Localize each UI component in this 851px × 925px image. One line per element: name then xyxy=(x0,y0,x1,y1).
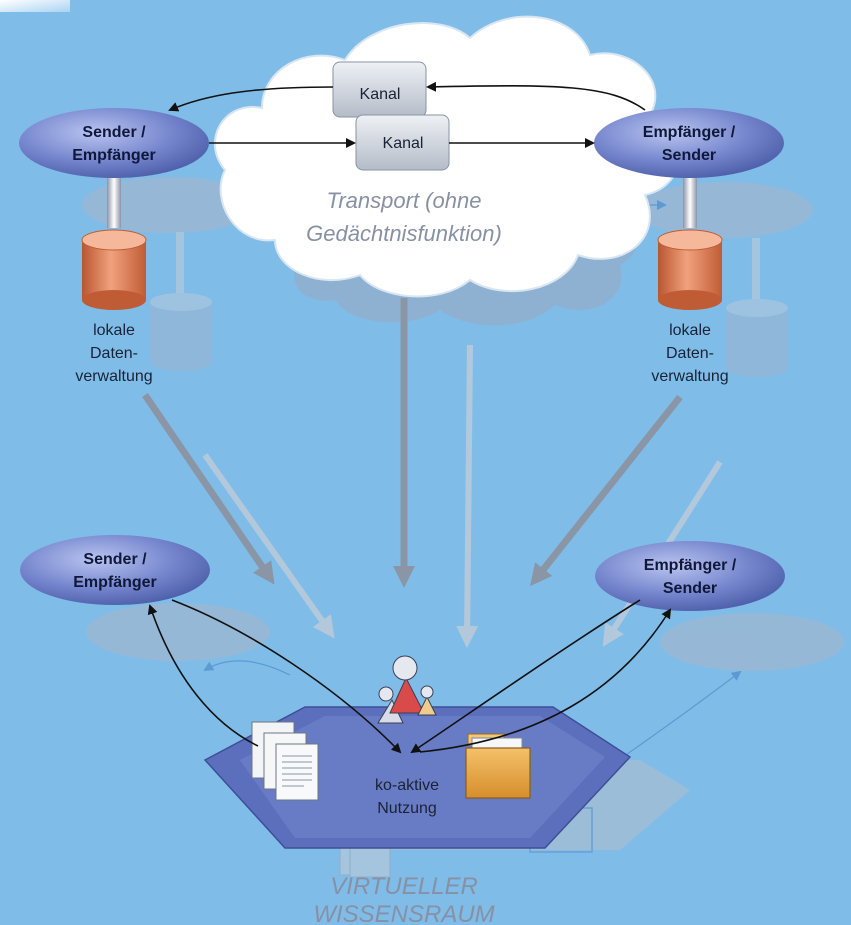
bottom-right-node: Empfänger / Sender xyxy=(595,541,785,611)
transport-label-line1: Transport (ohne xyxy=(327,188,482,213)
bottom-left-node-line1: Sender / xyxy=(83,551,147,568)
ghost-database-icon xyxy=(726,299,788,377)
ghost-database-icon xyxy=(150,293,212,371)
top-left-node-line1: Sender / xyxy=(82,124,146,141)
channel-lower-label: Kanal xyxy=(383,135,424,152)
storage-right-line3: verwaltung xyxy=(651,368,728,385)
storage-left-line2: Daten- xyxy=(90,345,138,362)
center-label-line2: Nutzung xyxy=(377,800,437,817)
bottom-right-node-line1: Empfänger / xyxy=(644,557,737,574)
space-label-line2: WISSENSRAUM xyxy=(313,901,494,925)
pole-right xyxy=(683,178,697,228)
storage-left-line3: verwaltung xyxy=(75,368,152,385)
top-right-node: Empfänger / Sender xyxy=(594,108,784,178)
ghost-pole xyxy=(752,238,760,308)
pole-left xyxy=(107,178,121,228)
storage-right-line2: Daten- xyxy=(666,345,714,362)
ghost-ellipse xyxy=(86,603,270,661)
documents-icon xyxy=(251,721,319,801)
usage-arrows xyxy=(147,599,672,754)
ghost-pole xyxy=(176,232,184,302)
transport-label-line2: Gedächtnisfunktion) xyxy=(306,221,502,246)
storage-label-right: lokale Daten- verwaltung xyxy=(651,322,728,385)
top-right-node-line2: Sender xyxy=(662,147,716,164)
storage-right-line1: lokale xyxy=(669,322,711,339)
ghost-ellipse xyxy=(82,177,258,233)
space-label-line1: VIRTUELLER xyxy=(330,873,478,900)
corner-fragment xyxy=(0,0,70,12)
center-label-line1: ko-aktive xyxy=(375,777,439,794)
channel-upper-label: Kanal xyxy=(360,86,401,103)
top-right-node-line1: Empfänger / xyxy=(643,124,736,141)
channel-lower: Kanal xyxy=(355,114,450,171)
users-icon xyxy=(377,655,437,724)
channel-arrows xyxy=(168,81,646,148)
storage-label-left: lokale Daten- verwaltung xyxy=(75,322,152,385)
top-left-node-line2: Empfänger xyxy=(72,147,156,164)
storage-left-line1: lokale xyxy=(93,322,135,339)
top-left-node: Sender / Empfänger xyxy=(19,108,209,178)
database-icon xyxy=(81,229,147,310)
bottom-left-node: Sender / Empfänger xyxy=(20,535,210,605)
database-icon xyxy=(657,229,723,310)
folder-icon xyxy=(465,733,531,799)
bottom-right-node-line2: Sender xyxy=(663,580,717,597)
ghost-ellipse xyxy=(637,182,813,238)
channel-upper: Kanal xyxy=(332,61,427,118)
bottom-left-node-line2: Empfänger xyxy=(73,574,157,591)
transport-arrows xyxy=(142,298,683,588)
ghost-ellipse xyxy=(660,613,844,671)
